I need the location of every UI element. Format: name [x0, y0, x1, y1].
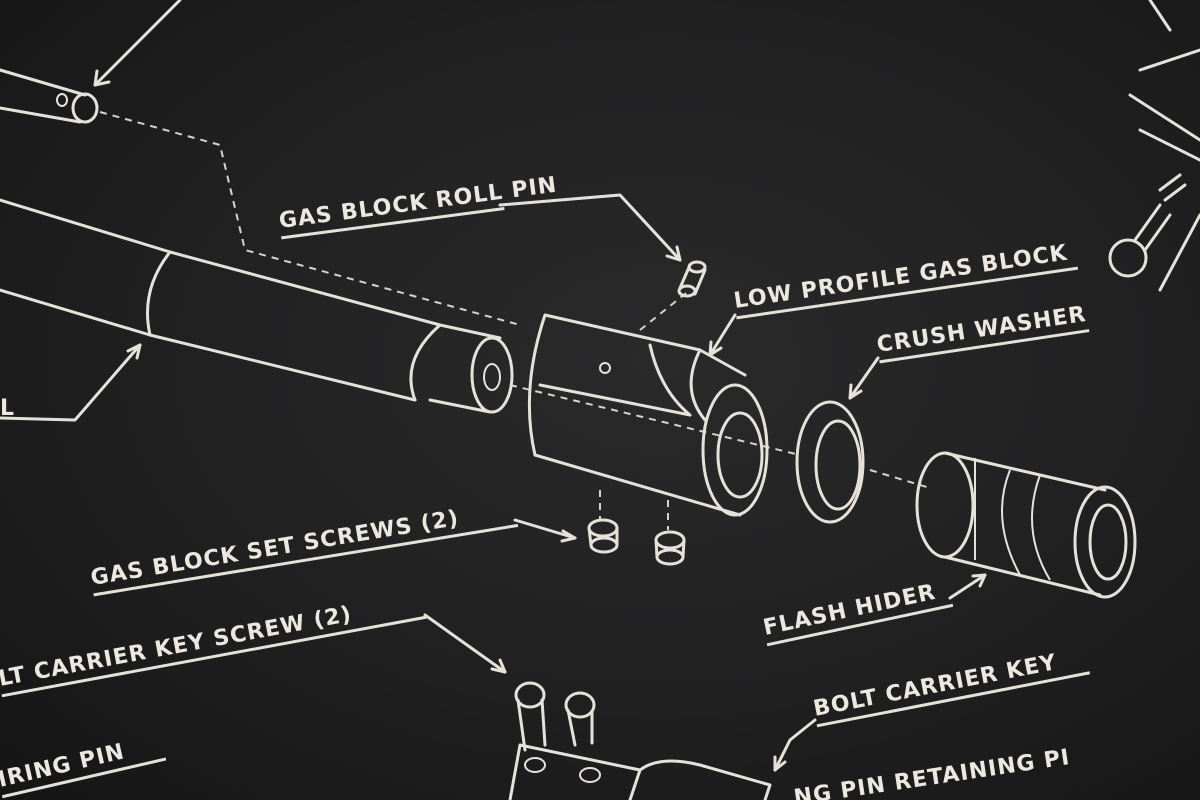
- bolt-carrier-key-parts: [508, 681, 772, 800]
- gas-block: [527, 313, 769, 517]
- label-text: LT CARRIER KEY SCREW (2): [0, 602, 354, 692]
- barrel: [0, 198, 514, 422]
- label-text: FLASH HIDER: [761, 580, 938, 641]
- label-text: IRING PIN: [0, 739, 127, 792]
- label-text: L: [0, 396, 15, 421]
- right-edge-parts: [1108, 0, 1200, 292]
- label-crush-washer: CRUSH WASHER: [875, 302, 1090, 364]
- gas-block-roll-pin: [677, 260, 707, 298]
- crush-washer: [795, 400, 865, 524]
- label-text: GAS BLOCK SET SCREWS (2): [89, 506, 461, 591]
- label-low-profile-gas-block: LOW PROFILE GAS BLOCK: [732, 241, 1079, 320]
- label-text: CRUSH WASHER: [875, 302, 1088, 358]
- leader-arrows: [423, 193, 987, 772]
- label-text: NG PIN RETAINING PI: [792, 745, 1072, 800]
- gas-block-set-screws: [587, 518, 686, 566]
- label-bolt-carrier-key-screw: LT CARRIER KEY SCREW (2): [0, 602, 427, 698]
- pin-line: [639, 289, 691, 331]
- small-tube-part: [0, 0, 182, 124]
- label-firing-pin-retaining-pin: NG PIN RETAINING PI: [792, 745, 1072, 800]
- label-gas-block-set-screws: GAS BLOCK SET SCREWS (2): [89, 506, 519, 597]
- screw-lines: [599, 490, 669, 530]
- label-firing-pin: IRING PIN: [0, 739, 167, 799]
- flash-hider: [915, 451, 1137, 599]
- label-gas-block-roll-pin: GAS BLOCK ROLL PIN: [278, 173, 559, 240]
- label-flash-hider: FLASH HIDER: [761, 580, 954, 647]
- label-barrel-partial: L: [0, 396, 15, 421]
- label-bolt-carrier-key: BOLT CARRIER KEY: [811, 650, 1091, 728]
